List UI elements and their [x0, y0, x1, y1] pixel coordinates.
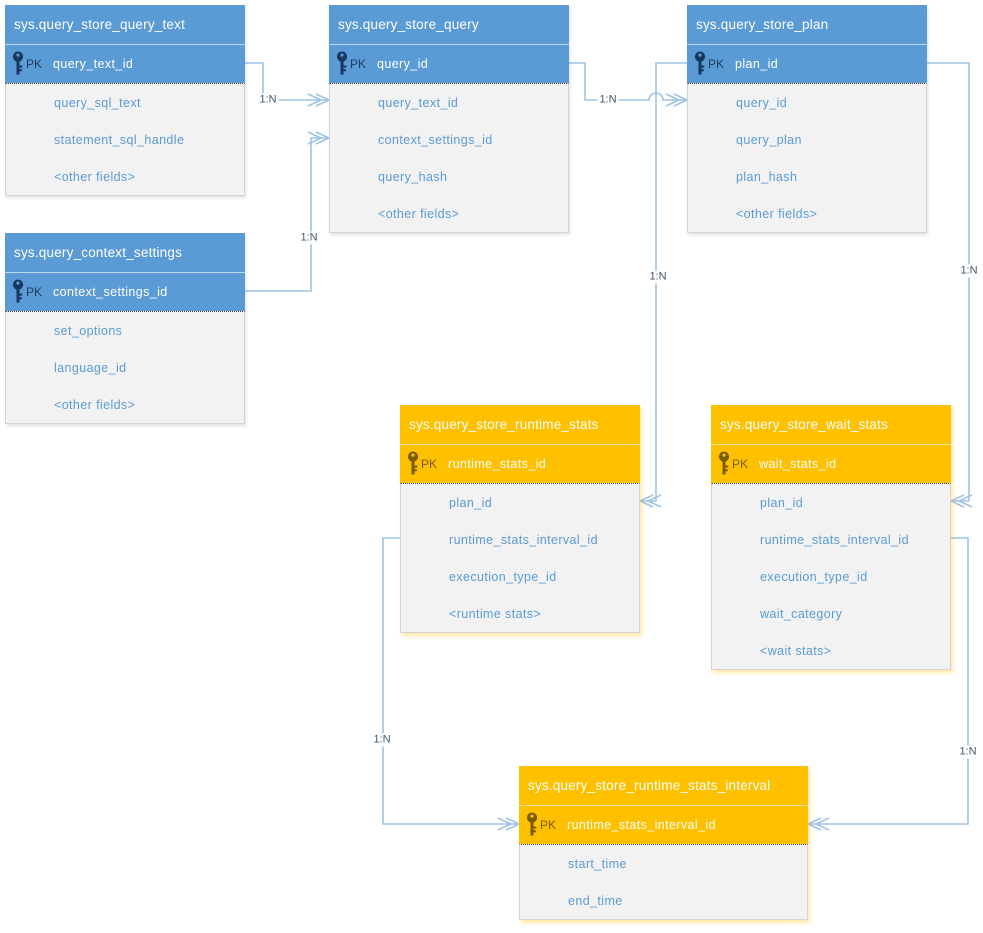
pk-row: PK context_settings_id	[5, 272, 245, 311]
field-row: query_plan	[736, 132, 802, 147]
field-row: <other fields>	[54, 169, 136, 184]
pk-field: runtime_stats_id	[448, 457, 547, 471]
pk-field: wait_stats_id	[759, 457, 837, 471]
table-sys-query-store-runtime-stats: sys.query_store_runtime_stats PK runtime…	[400, 405, 640, 633]
connector-context-settings-to-query	[245, 137, 329, 292]
field-row: execution_type_id	[449, 569, 557, 584]
pk-label: PK	[708, 57, 725, 71]
field-row: runtime_stats_interval_id	[449, 532, 598, 547]
pk-row: PK query_text_id	[5, 44, 245, 83]
primary-key-icon	[526, 812, 538, 838]
cardinality-label: 1:N	[647, 270, 669, 284]
table-sys-query-context-settings: sys.query_context_settings PK context_se…	[5, 233, 245, 424]
field-row: statement_sql_handle	[54, 132, 185, 147]
field-row: query_text_id	[378, 95, 459, 110]
field-row: query_hash	[378, 169, 448, 184]
table-title: sys.query_context_settings	[5, 233, 245, 272]
field-row: start_time	[568, 856, 627, 871]
cardinality-label: 1:N	[371, 733, 393, 747]
fields-list: plan_id runtime_stats_interval_id execut…	[400, 483, 640, 633]
field-row: <wait stats>	[760, 643, 832, 658]
pk-label: PK	[26, 285, 43, 299]
table-sys-query-store-plan: sys.query_store_plan PK plan_id query_id…	[687, 5, 927, 233]
arrowhead-left-icon	[638, 494, 662, 508]
connector-query-to-plan	[568, 62, 687, 101]
connector-runtime-stats-to-interval	[382, 537, 519, 825]
field-row: wait_category	[760, 606, 843, 621]
field-row: plan_id	[760, 495, 804, 510]
table-sys-query-store-query: sys.query_store_query PK query_id query_…	[329, 5, 569, 233]
cardinality-label: 1:N	[957, 745, 979, 759]
table-title: sys.query_store_runtime_stats_interval	[519, 766, 808, 805]
pk-field: plan_id	[735, 57, 779, 71]
table-title: sys.query_store_query_text	[5, 5, 245, 44]
table-sys-query-store-wait-stats: sys.query_store_wait_stats PK wait_stats…	[711, 405, 951, 670]
field-row: query_id	[736, 95, 788, 110]
primary-key-icon	[407, 451, 419, 477]
table-title: sys.query_store_wait_stats	[711, 405, 951, 444]
fields-list: query_text_id context_settings_id query_…	[329, 83, 569, 233]
pk-row: PK wait_stats_id	[711, 444, 951, 483]
table-sys-query-store-runtime-stats-interval: sys.query_store_runtime_stats_interval P…	[519, 766, 808, 920]
field-row: plan_id	[449, 495, 493, 510]
fields-list: query_id query_plan plan_hash <other fie…	[687, 83, 927, 233]
arrowhead-left-icon	[949, 494, 973, 508]
pk-label: PK	[540, 818, 557, 832]
fields-list: set_options language_id <other fields>	[5, 311, 245, 424]
pk-label: PK	[421, 457, 438, 471]
pk-row: PK runtime_stats_id	[400, 444, 640, 483]
primary-key-icon	[336, 51, 348, 77]
field-row: context_settings_id	[378, 132, 493, 147]
primary-key-icon	[694, 51, 706, 77]
table-title: sys.query_store_runtime_stats	[400, 405, 640, 444]
field-row: end_time	[568, 893, 623, 908]
field-row: <other fields>	[378, 206, 460, 221]
field-row: plan_hash	[736, 169, 798, 184]
pk-row: PK query_id	[329, 44, 569, 83]
pk-row: PK plan_id	[687, 44, 927, 83]
arrowhead-left-icon	[806, 817, 830, 831]
pk-field: runtime_stats_interval_id	[567, 818, 716, 832]
primary-key-icon	[12, 51, 24, 77]
pk-label: PK	[350, 57, 367, 71]
cardinality-label: 1:N	[958, 264, 980, 278]
pk-field: context_settings_id	[53, 285, 168, 299]
pk-row: PK runtime_stats_interval_id	[519, 805, 808, 844]
field-row: execution_type_id	[760, 569, 868, 584]
pk-field: query_text_id	[53, 57, 134, 71]
connector-query-text-to-query	[245, 62, 329, 101]
pk-label: PK	[732, 457, 749, 471]
table-sys-query-store-query-text: sys.query_store_query_text PK query_text…	[5, 5, 245, 196]
field-row: <other fields>	[54, 397, 136, 412]
cardinality-label: 1:N	[257, 93, 279, 107]
cardinality-label: 1:N	[298, 231, 320, 245]
field-row: runtime_stats_interval_id	[760, 532, 909, 547]
field-row: <other fields>	[736, 206, 818, 221]
field-row: language_id	[54, 360, 127, 375]
fields-list: start_time end_time	[519, 844, 808, 920]
pk-label: PK	[26, 57, 43, 71]
cardinality-label: 1:N	[597, 93, 619, 107]
primary-key-icon	[12, 279, 24, 305]
primary-key-icon	[718, 451, 730, 477]
pk-field: query_id	[377, 57, 429, 71]
table-title: sys.query_store_query	[329, 5, 569, 44]
table-title: sys.query_store_plan	[687, 5, 927, 44]
field-row: query_sql_text	[54, 95, 141, 110]
field-row: <runtime stats>	[449, 606, 542, 621]
connector-wait-stats-to-interval	[808, 537, 969, 825]
fields-list: query_sql_text statement_sql_handle <oth…	[5, 83, 245, 196]
fields-list: plan_id runtime_stats_interval_id execut…	[711, 483, 951, 670]
field-row: set_options	[54, 323, 123, 338]
